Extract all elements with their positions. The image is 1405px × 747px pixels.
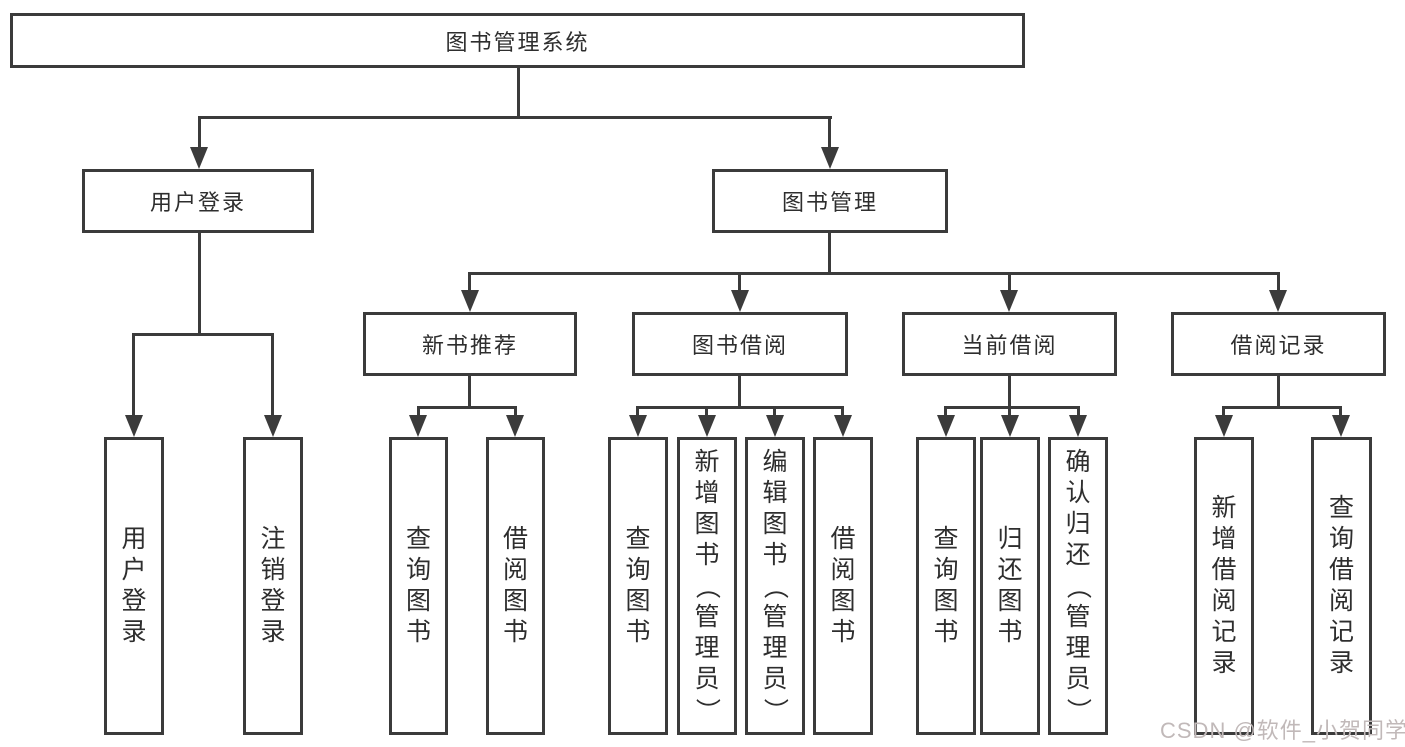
connector-user-login-stem [198, 233, 201, 335]
node-label: 查询图书 [625, 525, 651, 646]
node-label: 新增借阅记录 [1211, 494, 1237, 677]
node-label: 借阅图书 [502, 525, 528, 646]
arrowhead-user-login [190, 147, 208, 169]
node-label: 图书管理 [781, 190, 878, 215]
node-label: 用户登录 [149, 190, 246, 215]
node-label: 新增图书（管理员） [693, 447, 722, 723]
arrowhead-book-management [821, 147, 839, 169]
arrowhead-bb-add [698, 415, 716, 437]
node-leaf-cb-query-books: 查询图书 [916, 437, 976, 735]
node-root-system: 图书管理系统 [10, 13, 1025, 68]
connector-borrowing-records-stem [1277, 376, 1280, 408]
connector-drop-bb-edit [773, 406, 776, 418]
arrowhead-current-borrowing [1000, 290, 1018, 312]
node-leaf-user-login: 用户登录 [104, 437, 164, 735]
connector-new-book-stem [468, 376, 471, 408]
connector-drop-nbr-query [417, 406, 420, 418]
node-label: 用户登录 [121, 525, 147, 646]
connector-drop-br-add [1222, 406, 1225, 418]
arrowhead-nbr-query [409, 415, 427, 437]
node-book-management-branch: 图书管理 [712, 169, 948, 233]
node-leaf-cb-confirm-return-admin: 确认归还（管理员） [1048, 437, 1108, 735]
arrowhead-cb-query [937, 415, 955, 437]
arrowhead-bb-borrow [834, 415, 852, 437]
arrowhead-logout-leaf [264, 415, 282, 437]
connector-borrowing-records-rail [1222, 406, 1342, 409]
node-leaf-nbr-query-books: 查询图书 [389, 437, 448, 735]
connector-drop-user-login [198, 116, 201, 150]
node-book-borrowing: 图书借阅 [632, 312, 848, 376]
arrowhead-new-book [461, 290, 479, 312]
connector-level3-rail [468, 272, 1280, 275]
arrowhead-book-borrowing [731, 290, 749, 312]
arrowhead-cb-return [1001, 415, 1019, 437]
arrowhead-cb-confirm [1069, 415, 1087, 437]
arrowhead-bb-edit [766, 415, 784, 437]
node-label: 当前借阅 [961, 333, 1058, 358]
connector-drop-bb-add [705, 406, 708, 418]
connector-drop-book-borrowing [738, 272, 741, 292]
connector-drop-book-management [828, 116, 831, 150]
connector-drop-br-query [1339, 406, 1342, 418]
node-leaf-cb-return-books: 归还图书 [980, 437, 1040, 735]
node-leaf-bb-add-books-admin: 新增图书（管理员） [677, 437, 737, 735]
arrowhead-borrowing-records [1269, 290, 1287, 312]
arrowhead-br-add [1215, 415, 1233, 437]
node-label: 借阅图书 [830, 525, 856, 646]
connector-level2-rail [198, 116, 832, 119]
connector-drop-login-leaf [132, 333, 135, 417]
node-borrowing-records: 借阅记录 [1171, 312, 1386, 376]
connector-drop-cb-confirm [1077, 406, 1080, 418]
connector-drop-borrowing-records [1277, 272, 1280, 292]
connector-drop-current-borrowing [1008, 272, 1011, 292]
connector-drop-cb-return [1008, 406, 1011, 418]
node-label: 借阅记录 [1230, 333, 1327, 358]
node-leaf-bb-edit-books-admin: 编辑图书（管理员） [745, 437, 805, 735]
node-label: 查询图书 [933, 525, 959, 646]
connector-book-borrowing-stem [738, 376, 741, 408]
node-label: 编辑图书（管理员） [761, 447, 790, 723]
node-label: 新书推荐 [421, 333, 518, 358]
csdn-watermark: CSDN @软件_小贺同学 [1160, 718, 1405, 743]
node-label: 查询图书 [405, 525, 431, 646]
connector-drop-bb-borrow [841, 406, 844, 418]
connector-book-management-stem [828, 233, 831, 274]
node-current-borrowing: 当前借阅 [902, 312, 1117, 376]
connector-drop-bb-query [636, 406, 639, 418]
node-label: 图书借阅 [691, 333, 788, 358]
node-leaf-bb-query-books: 查询图书 [608, 437, 668, 735]
node-label: 注销登录 [260, 525, 286, 646]
node-leaf-br-add-record: 新增借阅记录 [1194, 437, 1254, 735]
arrowhead-login-leaf [125, 415, 143, 437]
connector-drop-new-book [468, 272, 471, 292]
connector-book-borrowing-rail [636, 406, 844, 409]
connector-current-borrowing-stem [1008, 376, 1011, 408]
node-leaf-bb-borrow-books: 借阅图书 [813, 437, 873, 735]
node-label: 图书管理系统 [445, 29, 590, 55]
connector-root-stem [517, 68, 520, 118]
connector-new-book-rail [417, 406, 517, 409]
arrowhead-nbr-borrow [506, 415, 524, 437]
node-label: 归还图书 [997, 525, 1023, 646]
node-leaf-logout: 注销登录 [243, 437, 303, 735]
connector-drop-cb-query [944, 406, 947, 418]
arrowhead-bb-query [629, 415, 647, 437]
node-leaf-br-query-record: 查询借阅记录 [1311, 437, 1372, 735]
connector-drop-logout-leaf [271, 333, 274, 417]
connector-current-borrowing-rail [944, 406, 1080, 409]
connector-user-login-rail [132, 333, 274, 336]
node-user-login-branch: 用户登录 [82, 169, 314, 233]
node-new-book-recommend: 新书推荐 [363, 312, 577, 376]
arrowhead-br-query [1332, 415, 1350, 437]
connector-drop-nbr-borrow [514, 406, 517, 418]
node-label: 查询借阅记录 [1328, 494, 1354, 677]
node-leaf-nbr-borrow-books: 借阅图书 [486, 437, 545, 735]
node-label: 确认归还（管理员） [1064, 447, 1093, 723]
